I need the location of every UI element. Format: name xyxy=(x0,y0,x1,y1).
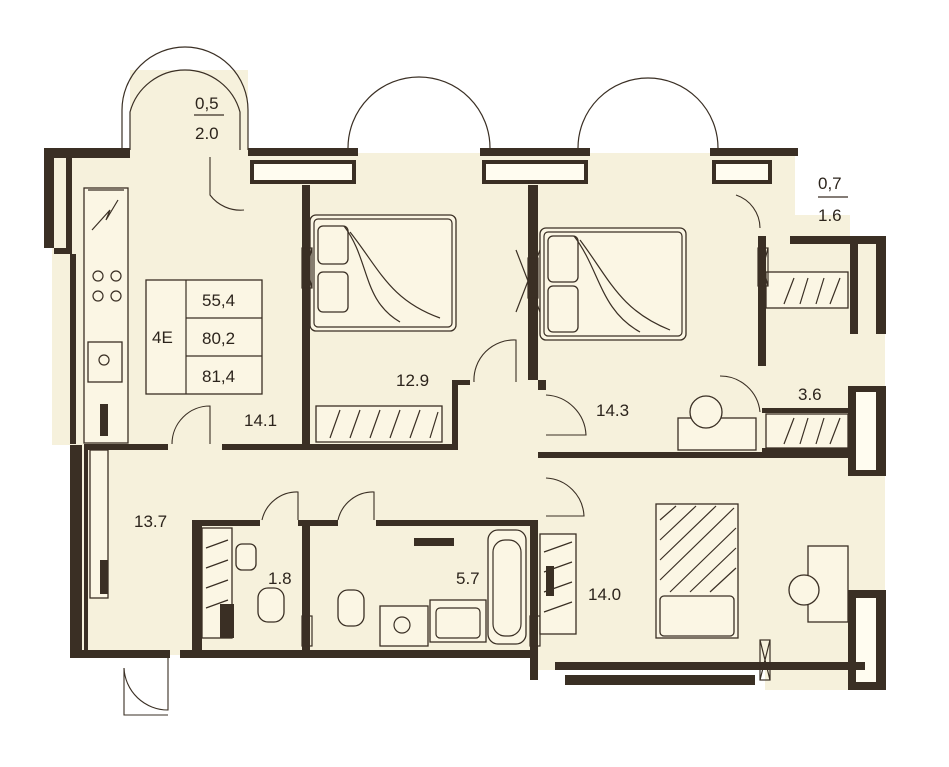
bedroom-3-furniture xyxy=(655,503,849,681)
kitchen-living-area: 14.1 xyxy=(244,411,277,430)
doors xyxy=(123,157,761,716)
balcony-right-area-1: 0,7 xyxy=(818,174,842,193)
exterior-walls xyxy=(44,148,886,690)
summary-area-2: 80,2 xyxy=(202,329,235,348)
unit-type-label: 4E xyxy=(152,328,173,347)
bedroom-3-area: 14.0 xyxy=(588,585,621,604)
kitchen-counter xyxy=(83,187,129,444)
bedroom-1-furniture xyxy=(301,214,457,443)
wc-area: 1.8 xyxy=(268,569,292,588)
bedroom-2-area: 14.3 xyxy=(596,401,629,420)
balcony-top-area-2: 2.0 xyxy=(195,124,219,143)
bathroom-fixtures xyxy=(337,529,541,647)
bedroom-3-wardrobe xyxy=(539,533,577,635)
wc-fixtures xyxy=(201,527,313,647)
hall-wardrobe xyxy=(89,449,109,599)
summary-area-3: 81,4 xyxy=(202,367,235,386)
summary-area-1: 55,4 xyxy=(202,291,235,310)
bedroom-2-furniture xyxy=(515,227,757,451)
interior-walls xyxy=(84,185,852,660)
bathroom-area: 5.7 xyxy=(456,569,480,588)
bay-windows xyxy=(121,46,719,150)
label-underlines xyxy=(194,114,848,198)
hall-area: 13.7 xyxy=(134,512,167,531)
bedroom-1-area: 12.9 xyxy=(396,371,429,390)
wardrobe-area: 3.6 xyxy=(798,385,822,404)
wardrobe-room-furniture xyxy=(757,247,849,449)
balcony-top-area-1: 0,5 xyxy=(195,94,219,113)
balcony-right-area-2: 1.6 xyxy=(818,206,842,225)
area-summary-box xyxy=(145,279,263,395)
